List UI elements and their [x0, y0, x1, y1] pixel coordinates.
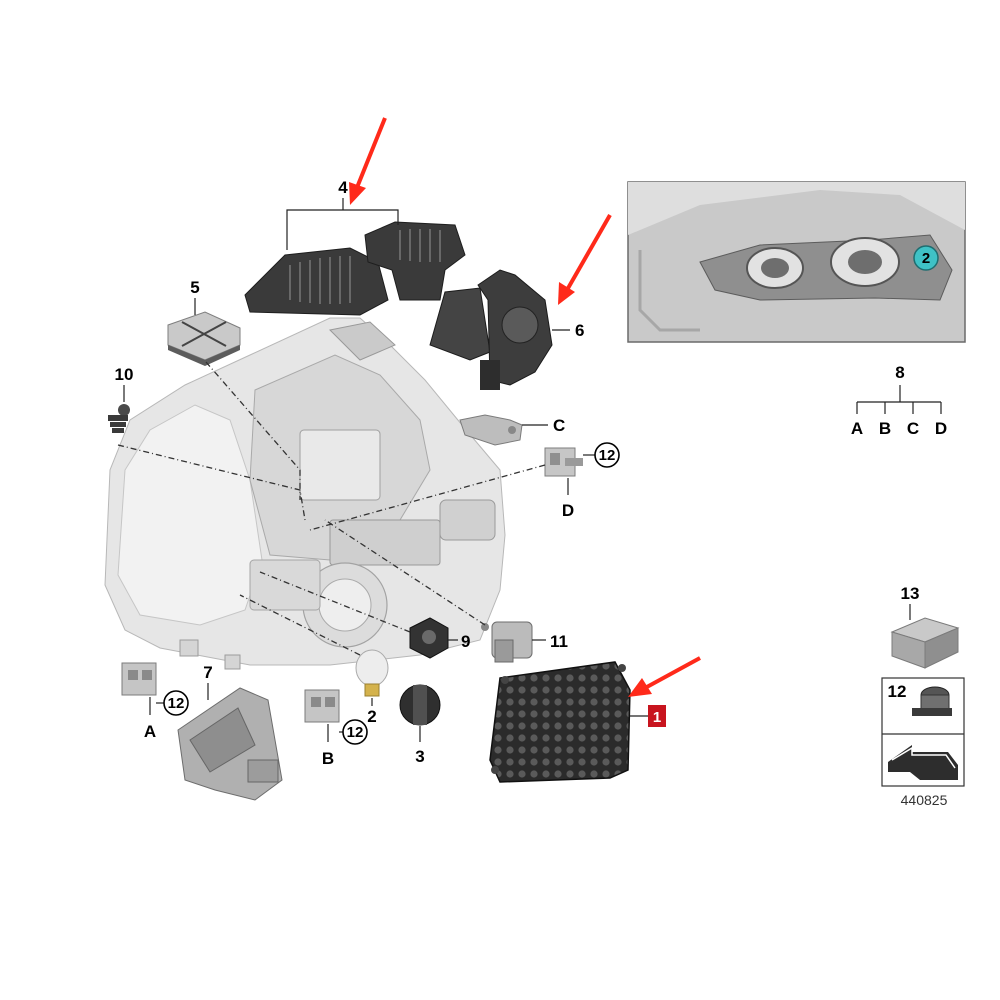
legend-view-arrow — [888, 745, 958, 780]
callout-6: 6 — [575, 321, 584, 340]
tree-8-d: D — [935, 419, 947, 438]
callout-12-b: 12 — [347, 724, 364, 741]
callout-c: C — [553, 416, 565, 435]
legend-panel: 12 — [881, 677, 965, 787]
callout-2: 2 — [367, 707, 376, 726]
callout-5: 5 — [190, 278, 199, 297]
arrow-to-1 — [644, 656, 701, 690]
callout-1-box — [648, 705, 666, 727]
callout-12-d: 12 — [599, 447, 616, 464]
callout-12-a: 12 — [168, 695, 185, 712]
part-a-bracket[interactable] — [121, 662, 157, 696]
callout-11: 11 — [550, 632, 568, 651]
part-9-socket[interactable] — [409, 617, 449, 659]
callout-10: 10 — [115, 365, 134, 384]
arrowhead-1 — [628, 678, 652, 697]
dash-11 — [324, 519, 486, 626]
callout-7: 7 — [203, 663, 212, 682]
part-8-tree: 8 A B C D — [851, 363, 947, 438]
tree-8-b: B — [879, 419, 891, 438]
circle-12-b — [342, 719, 368, 745]
tree-8-c: C — [907, 419, 919, 438]
dash-2 — [239, 594, 361, 656]
part-3-socket[interactable] — [399, 684, 441, 726]
callout-b: B — [322, 749, 334, 768]
callout-a: A — [144, 722, 156, 741]
dash-5 — [205, 361, 301, 500]
dash-9 — [259, 571, 411, 633]
part-c-bracket[interactable] — [459, 414, 523, 446]
part-1-control-unit[interactable] — [489, 661, 631, 783]
callout-4: 4 — [338, 178, 348, 197]
arrow-to-6 — [565, 214, 612, 291]
arrow-to-4 — [354, 117, 387, 191]
part-13-box[interactable] — [890, 617, 960, 669]
inset-badge-label: 2 — [922, 250, 930, 267]
legend-12-clip — [912, 686, 952, 716]
callout-3: 3 — [415, 747, 424, 766]
tree-8-a: A — [851, 419, 863, 438]
inset-badge — [913, 245, 939, 271]
part-10-clip[interactable] — [108, 404, 130, 433]
circle-12-a — [163, 690, 189, 716]
dash-10 — [117, 444, 306, 521]
dash-d — [309, 464, 546, 531]
arrowhead-6 — [558, 282, 575, 305]
circle-12-d — [594, 442, 620, 468]
red-arrows — [349, 117, 701, 697]
part-7-bracket[interactable] — [177, 687, 283, 801]
part-b-bracket[interactable] — [304, 689, 340, 723]
callout-13: 13 — [901, 584, 920, 603]
part-5-module[interactable] — [167, 311, 241, 366]
callout-9: 9 — [461, 632, 470, 651]
legend-12-label: 12 — [888, 682, 907, 701]
callout-8: 8 — [895, 363, 904, 382]
part-11-motor[interactable] — [481, 621, 533, 663]
inset-view: 2 — [627, 181, 966, 343]
part-6-projector[interactable] — [429, 269, 553, 390]
part-d-bracket[interactable] — [544, 447, 583, 477]
callout-d: D — [562, 501, 574, 520]
catalog-number: 440825 — [901, 792, 948, 808]
headlight-housing — [104, 317, 506, 670]
callout-1: 1 — [653, 709, 661, 726]
part-2-bulb[interactable] — [355, 649, 389, 697]
part-4-covers[interactable] — [244, 221, 466, 316]
arrowhead-4 — [349, 182, 366, 205]
